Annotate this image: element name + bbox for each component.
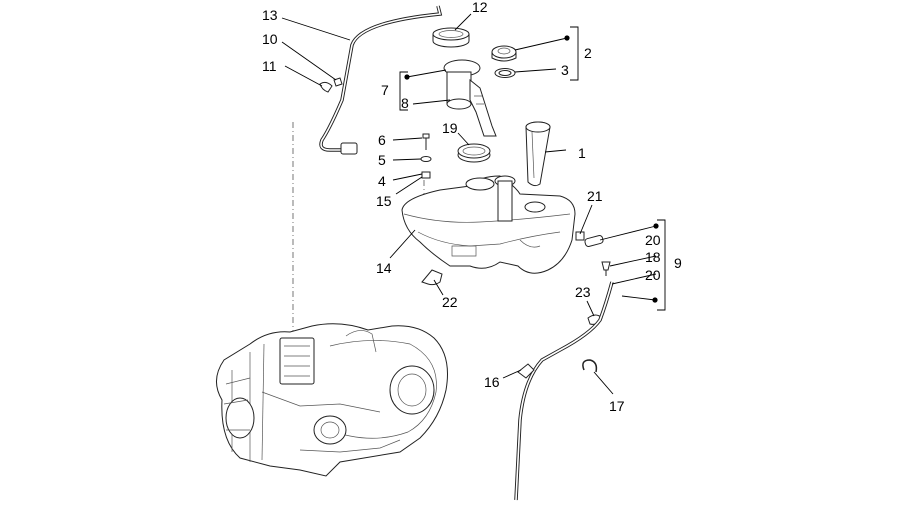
- leader-2: [514, 37, 568, 51]
- leader-22: [433, 279, 444, 296]
- leader-10: [281, 41, 337, 81]
- label-22: 22: [442, 294, 458, 310]
- leader-20a: [599, 225, 657, 241]
- leader-5: [392, 158, 422, 161]
- label-10: 10: [262, 31, 278, 47]
- label-3: 3: [561, 62, 569, 78]
- bracket-part: [421, 269, 443, 286]
- leader-9: [621, 295, 656, 301]
- label-17: 17: [609, 398, 625, 414]
- label-2: 2: [584, 45, 592, 61]
- filler-ring-part: [432, 27, 470, 48]
- pump-seal-part: [457, 143, 491, 163]
- fastener-part-16: [517, 363, 535, 379]
- leader-7: [406, 69, 447, 78]
- label-19: 19: [442, 120, 458, 136]
- leader-3: [514, 68, 557, 73]
- leader-8: [412, 99, 451, 105]
- group-2-bracket: [570, 26, 579, 81]
- clamp-part-20-upper: [584, 234, 604, 248]
- fuel-pump-part: [443, 59, 497, 137]
- label-9: 9: [674, 255, 682, 271]
- label-23: 23: [575, 284, 591, 300]
- leader-17: [593, 371, 614, 395]
- leader-11: [284, 65, 323, 87]
- leader-19: [457, 132, 470, 146]
- leader-16: [502, 369, 522, 379]
- leader-6: [392, 137, 423, 141]
- label-20a: 20: [645, 232, 661, 248]
- label-8: 8: [401, 95, 409, 111]
- leader-20b: [611, 273, 657, 285]
- label-14: 14: [376, 260, 392, 276]
- leader-15: [395, 176, 423, 195]
- label-6: 6: [378, 132, 386, 148]
- leader-14: [389, 229, 416, 259]
- leader-12: [454, 13, 472, 31]
- label-16: 16: [484, 374, 500, 390]
- label-13: 13: [262, 7, 278, 23]
- cap-gasket-part: [494, 68, 516, 78]
- fuel-tank-part: [401, 175, 576, 274]
- label-20b: 20: [645, 267, 661, 283]
- leader-13: [281, 17, 351, 41]
- vapor-hose-part: [319, 5, 443, 155]
- label-1: 1: [578, 145, 586, 161]
- bolt-part: [422, 133, 430, 150]
- label-11: 11: [262, 58, 277, 74]
- washer-part: [420, 156, 432, 162]
- label-21: 21: [587, 188, 603, 204]
- leader-18: [609, 255, 657, 267]
- fuel-sensor-part: [525, 121, 551, 187]
- label-4: 4: [378, 173, 386, 189]
- leader-1: [544, 149, 567, 153]
- label-5: 5: [378, 152, 386, 168]
- leader-4: [392, 173, 423, 181]
- valve-part-18: [601, 261, 611, 276]
- label-7: 7: [381, 82, 389, 98]
- screw-part-21: [575, 231, 585, 241]
- leader-21: [579, 204, 593, 235]
- drain-hose-part: [514, 281, 614, 501]
- leader-23: [586, 300, 595, 317]
- spacer-part: [421, 171, 431, 179]
- group-7-bracket: [399, 71, 408, 111]
- label-18: 18: [645, 249, 661, 265]
- label-12: 12: [472, 0, 488, 15]
- label-15: 15: [376, 193, 392, 209]
- engine-assembly-part: [216, 323, 448, 477]
- group-9-bracket: [657, 219, 666, 311]
- fuel-cap-part: [491, 45, 517, 62]
- clamp-part-11: [319, 81, 333, 93]
- hose-clip-part-17: [582, 359, 598, 373]
